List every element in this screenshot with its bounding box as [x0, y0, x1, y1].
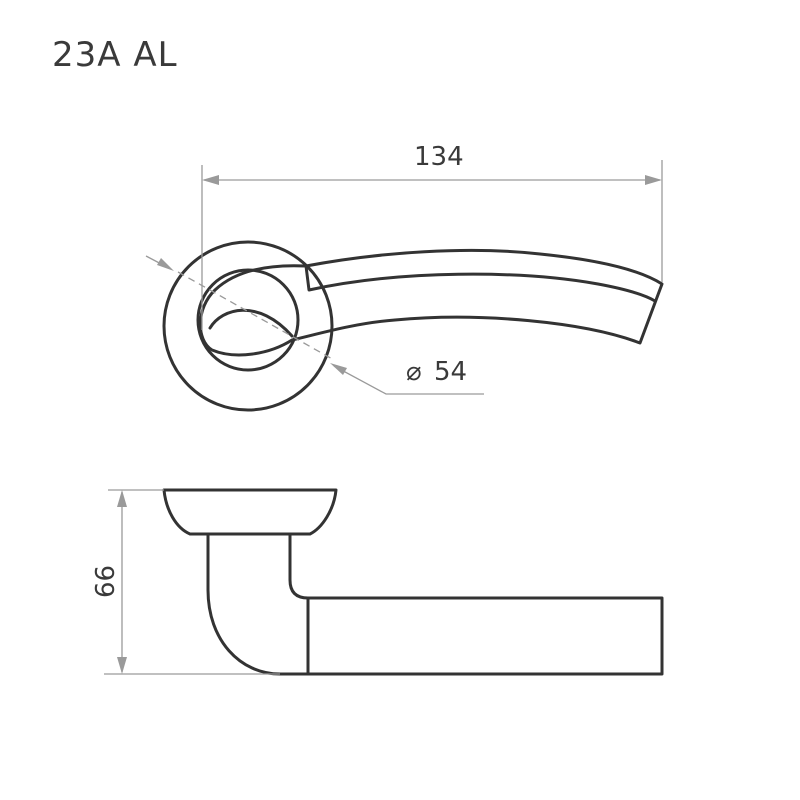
height-value: 66 [91, 565, 121, 598]
length-arrow-left [202, 175, 219, 185]
length-value: 134 [414, 142, 464, 172]
top-view: ⌀ 54 134 [145, 142, 664, 412]
height-arrow-top [117, 490, 127, 507]
diameter-symbol: ⌀ [406, 357, 422, 387]
lever-neck-curve [208, 308, 294, 338]
rosette-center-line [177, 271, 335, 361]
rosette-inner-ring [196, 268, 300, 372]
lever-inset-panel [304, 264, 657, 303]
diameter-arrow-bottom [330, 363, 347, 375]
lever-neck [206, 532, 664, 676]
diameter-leader-bottom [333, 365, 484, 395]
lever-top-outline [198, 248, 664, 357]
diameter-value: 54 [434, 357, 467, 387]
height-arrow-bottom [117, 657, 127, 674]
rosette-outer-ring [162, 240, 334, 412]
diameter-arrow-top [157, 258, 174, 271]
length-arrow-right [645, 175, 662, 185]
side-view: 66 [91, 488, 664, 676]
rosette-cup [162, 488, 338, 536]
model-label: 23A AL [52, 35, 178, 75]
